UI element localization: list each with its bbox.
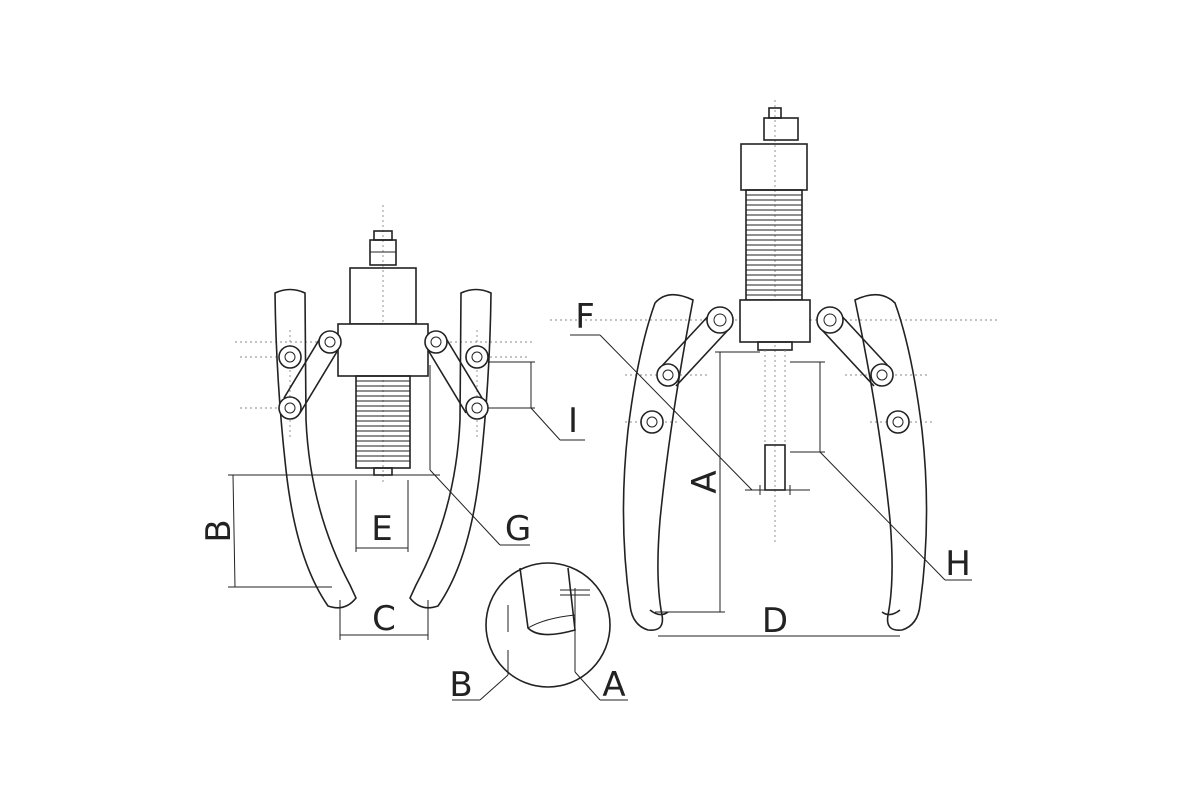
- label-e: E: [371, 509, 392, 549]
- label-a-detail: A: [602, 665, 625, 705]
- jaw-tip-detail: [452, 562, 628, 701]
- label-c: C: [372, 599, 396, 639]
- two-jaw-puller-drawing: [228, 205, 585, 640]
- label-g: G: [505, 509, 531, 549]
- three-jaw-puller-drawing: [550, 100, 1000, 637]
- threaded-screw: [356, 380, 410, 462]
- label-h: H: [945, 544, 971, 584]
- label-b-detail: B: [449, 665, 472, 705]
- label-d: D: [762, 601, 788, 641]
- threaded-screw: [746, 194, 802, 296]
- label-i: I: [568, 401, 578, 441]
- label-f: F: [575, 297, 595, 337]
- label-a-main: A: [685, 470, 725, 493]
- label-b-main: B: [199, 519, 239, 542]
